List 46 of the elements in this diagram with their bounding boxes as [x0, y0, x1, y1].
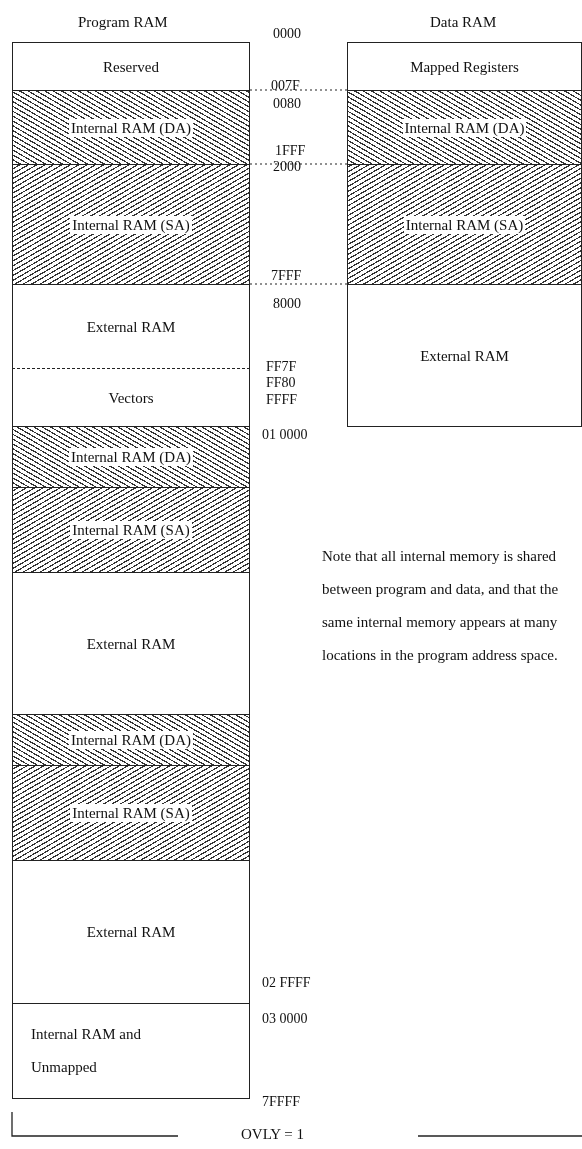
- hatched-memory-region: [12, 487, 250, 573]
- region-label: Internal RAM (SA): [403, 215, 526, 234]
- address-label: 02 FFFF: [262, 975, 311, 991]
- address-label: 7FFFF: [262, 1094, 301, 1110]
- address-label: FFFF: [266, 392, 298, 408]
- region-label: Mapped Registers: [410, 57, 519, 76]
- region-label: External RAM: [86, 318, 176, 336]
- hatched-memory-region: [12, 164, 250, 285]
- region-label: Internal RAM (DA): [69, 448, 193, 466]
- hatched-memory-region: [12, 714, 250, 766]
- address-label: 03 0000: [262, 1011, 308, 1027]
- column-heading: Data RAM: [430, 14, 497, 30]
- hatched-memory-region: [347, 164, 582, 285]
- hatched-memory-region: [12, 90, 250, 165]
- address-label: 8000: [273, 296, 301, 312]
- region-label: Internal RAM and Unmapped: [31, 1025, 142, 1077]
- region-label: Internal RAM (SA): [70, 215, 192, 234]
- address-label: 7FFF: [271, 268, 302, 284]
- region-label: Reserved: [103, 57, 159, 76]
- region-label: Internal RAM (DA): [69, 731, 193, 749]
- address-label: 007F: [271, 78, 300, 94]
- memory-region: [347, 284, 582, 427]
- address-label: FF80: [266, 375, 296, 391]
- hatched-memory-region: [12, 426, 250, 488]
- address-label: 0080: [273, 96, 301, 112]
- region-label: Vectors: [108, 388, 154, 407]
- region-label: External RAM: [419, 346, 510, 365]
- address-label: 1FFF: [275, 143, 306, 159]
- column-heading: Program RAM: [78, 14, 168, 30]
- region-label: External RAM: [86, 923, 176, 941]
- address-label: 2000: [273, 159, 301, 175]
- region-label: External RAM: [86, 634, 176, 653]
- hatched-memory-region: [12, 765, 250, 861]
- note-text: Note that all internal memory is shared between program and data, and that the same internal memory appears at many locations in the program address space.: [322, 547, 560, 665]
- address-label: FF7F: [266, 359, 297, 375]
- bracket-label: OVLY = 1: [241, 1126, 305, 1142]
- memory-region: [12, 284, 250, 369]
- region-label: Internal RAM (SA): [70, 804, 192, 822]
- memory-region: [12, 1003, 250, 1099]
- region-label: Internal RAM (DA): [69, 118, 193, 137]
- address-label: 01 0000: [262, 427, 308, 443]
- region-label: Internal RAM (SA): [70, 521, 192, 539]
- memory-region: [12, 860, 250, 1004]
- address-label: 0000: [273, 26, 301, 42]
- hatched-memory-region: [347, 90, 582, 165]
- region-label: Internal RAM (DA): [402, 118, 527, 137]
